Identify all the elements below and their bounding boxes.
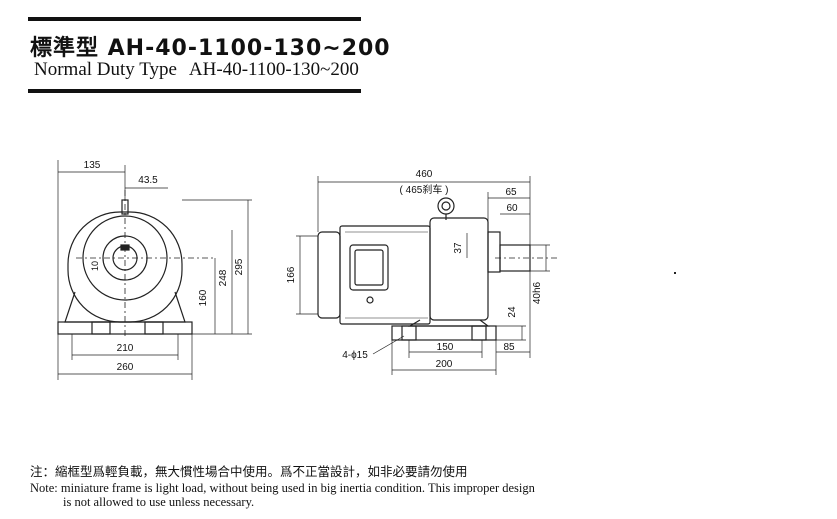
side-foot	[407, 319, 490, 327]
side-terminal-box	[349, 244, 389, 291]
side-motor-endcap	[317, 231, 341, 319]
dim-10: 10	[90, 261, 100, 271]
note-en-line-1: Note: miniature frame is light load, wit…	[30, 481, 535, 495]
side-motor-body	[339, 225, 431, 325]
side-base-lug-left	[401, 325, 417, 341]
front-base-lug-left	[91, 321, 111, 335]
dim-85: 85	[503, 342, 515, 353]
dim-150: 150	[437, 342, 454, 353]
dim-135: 135	[84, 160, 101, 171]
dim-37: 37	[453, 242, 464, 254]
front-gear-rim	[82, 215, 168, 301]
side-gear-housing	[429, 217, 489, 321]
title-en-model: AH-40-1100-130~200	[188, 59, 359, 80]
dim-160: 160	[198, 289, 209, 306]
side-ground-screw	[366, 296, 374, 304]
side-base-plate	[391, 325, 497, 341]
side-base-lug-right	[471, 325, 487, 341]
header-top-rule	[28, 17, 361, 21]
header-bottom-rule	[28, 89, 361, 93]
dim-holes: 4-ϕ15	[342, 350, 368, 361]
side-eye-bolt-hole	[441, 201, 451, 211]
dim-43-5: 43.5	[138, 175, 158, 186]
dim-295: 295	[234, 258, 245, 275]
front-base-lug-right	[144, 321, 164, 335]
side-view: 460 ( 465刹车 ) 65 60 37 166 40h6 24 4-ϕ15	[286, 169, 560, 375]
side-terminal-box-inner	[354, 249, 384, 286]
note-en-line-2: is not allowed to use unless necessary.	[63, 495, 255, 509]
dim-210: 210	[117, 343, 134, 354]
dim-200: 200	[436, 359, 453, 370]
side-eye-bolt	[437, 197, 455, 215]
dim-24: 24	[507, 306, 518, 318]
stray-dot	[674, 272, 676, 274]
front-view: 135 43.5 10 160 248 295 210 260	[57, 160, 252, 380]
page-title-cn: 標準型 AH-40-1100-130~200	[30, 36, 391, 61]
dim-60: 60	[506, 203, 518, 214]
note-english: Note: miniature frame is light load, wit…	[30, 481, 535, 509]
dim-465-brake: ( 465刹车 )	[400, 183, 449, 196]
note-chinese: 注：縮框型爲輕負載，無大慣性場合中使用。爲不正當設計，如非必要請勿使用	[30, 464, 468, 479]
dim-260: 260	[117, 362, 134, 373]
page-title-en: Normal Duty Type AH-40-1100-130~200	[34, 59, 359, 81]
dim-40h6: 40h6	[532, 281, 543, 304]
dim-248: 248	[218, 269, 229, 286]
side-gear-collar	[487, 231, 501, 273]
dim-460: 460	[416, 169, 433, 180]
dim-166: 166	[286, 266, 297, 283]
dim-65: 65	[505, 187, 517, 198]
title-en-label: Normal Duty Type	[34, 59, 177, 80]
